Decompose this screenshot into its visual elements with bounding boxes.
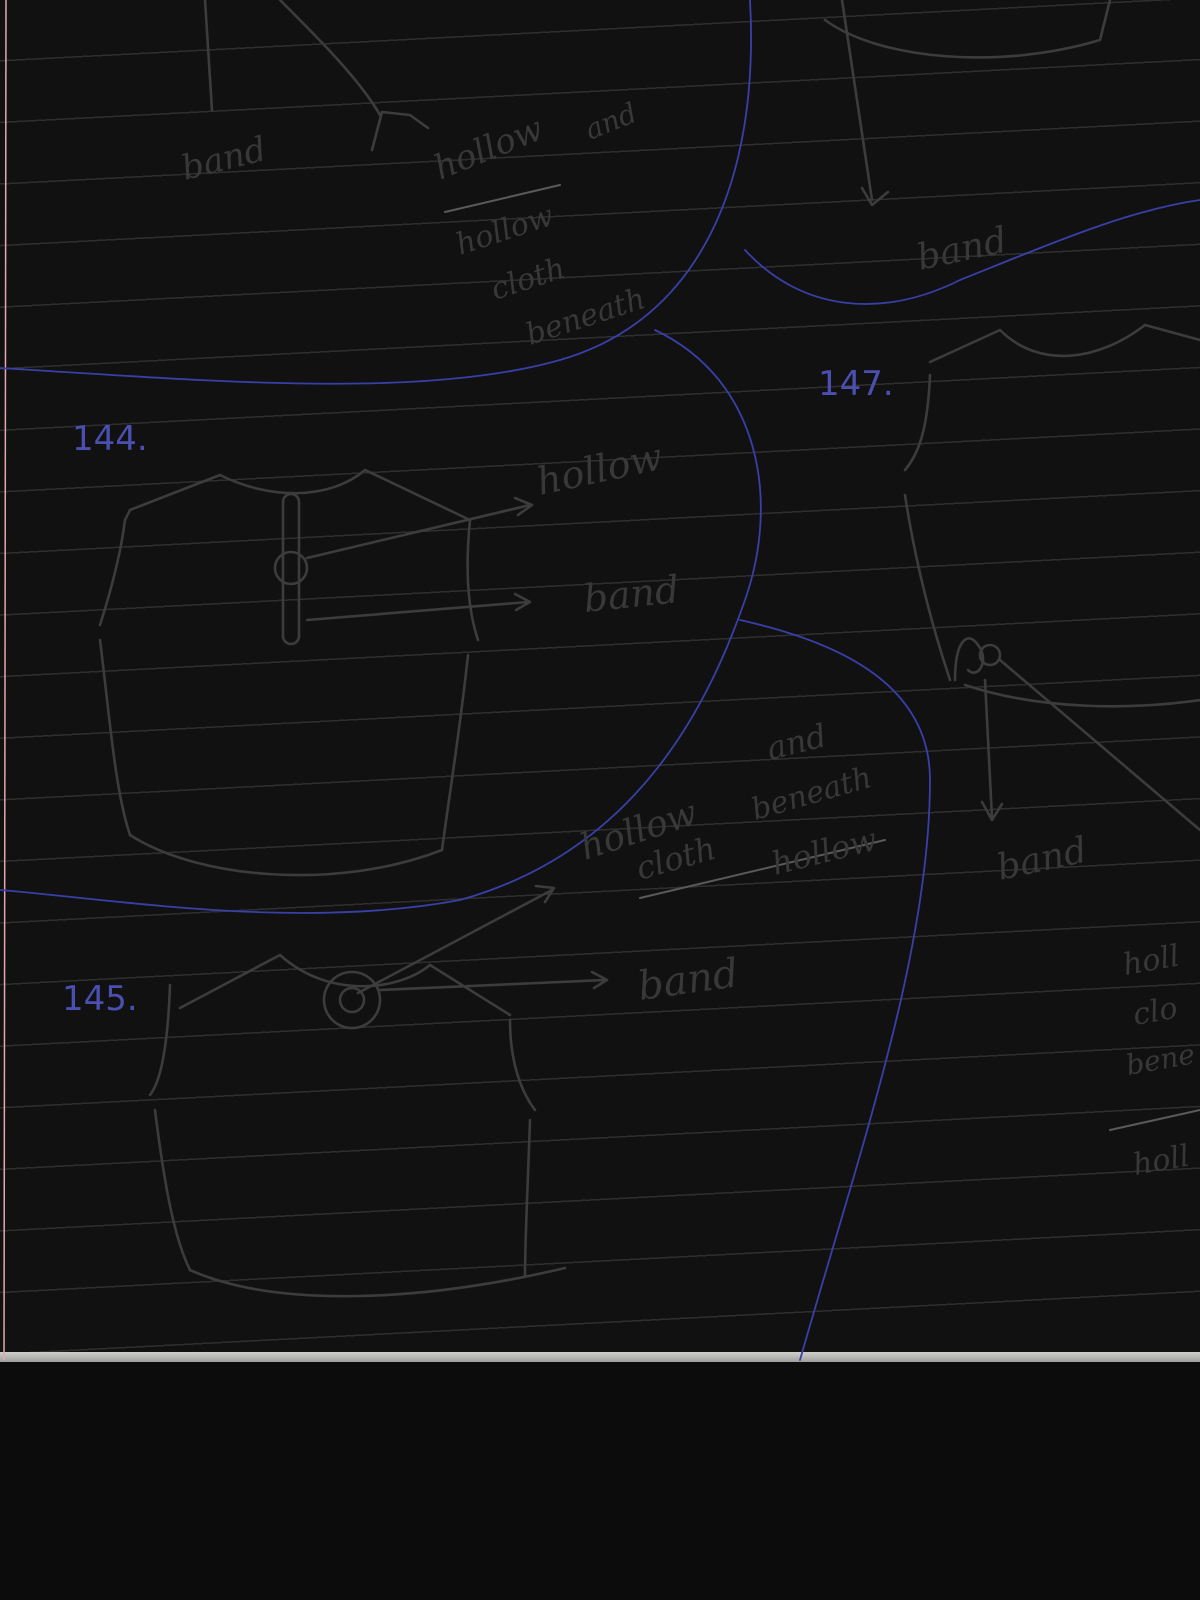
label-fig145-band: band — [635, 950, 741, 1010]
label-fig144-band: band — [581, 567, 681, 621]
fig145-hem — [188, 1266, 567, 1298]
fig144-arrow-hollow — [305, 496, 534, 560]
ruled-notebook-page — [0, 0, 1200, 1368]
label-edge-hollow: holl — [1120, 939, 1182, 983]
fig145-left-armhole — [148, 983, 172, 1097]
fig145-button-outer — [322, 970, 382, 1030]
fig144-right-side — [440, 653, 470, 852]
fig147-neckline — [928, 323, 1200, 364]
fig146-arrow-shaft — [840, 0, 874, 202]
fig147-armhole — [903, 373, 932, 472]
divider-curve-top-right — [744, 199, 1200, 305]
divider-curve-right — [739, 619, 931, 1361]
top-underline — [444, 184, 561, 213]
fig145-left-side — [153, 1108, 192, 1272]
fig144-hem — [128, 833, 444, 877]
divider-curve-top — [0, 0, 752, 385]
label-top-band: band — [178, 129, 271, 189]
figure-number-147: 147. — [818, 364, 894, 404]
top-pointer — [370, 110, 430, 152]
label-top-hollow-2: hollow — [452, 198, 559, 262]
edge-underline — [1109, 1109, 1200, 1131]
fig145-arrow-band — [378, 970, 609, 992]
label-fig147-band: band — [993, 830, 1090, 889]
label-mid-and: and — [763, 716, 831, 767]
fig147-hem — [963, 683, 1200, 708]
label-top-right-band: band — [913, 220, 1010, 279]
divider-curve-middle — [0, 329, 762, 914]
fig146-hem — [823, 0, 1112, 59]
fig145-button-inner — [338, 986, 366, 1014]
fig144-neckline — [123, 468, 472, 522]
dark-table-surface — [0, 1362, 1200, 1600]
label-top-and: and — [580, 96, 641, 146]
fig144-left-armhole — [98, 518, 127, 627]
margin-line — [3, 0, 7, 1361]
fig145-arrow-hollow — [356, 884, 556, 995]
fig144-button-ring — [273, 550, 309, 586]
fig145-neckline — [178, 953, 512, 1017]
mid-underline — [639, 839, 886, 899]
fig145-right-armhole — [508, 1018, 537, 1112]
figure-number-144: 144. — [72, 419, 148, 459]
fig144-left-side — [98, 638, 132, 837]
fig144-right-armhole — [466, 518, 480, 642]
fig146-arrow-head — [860, 186, 890, 207]
label-mid-hollow-2: hollow — [768, 820, 881, 883]
fig147-side — [903, 493, 952, 682]
fig145-right-side — [523, 1118, 532, 1277]
fig147-arrow-hollow — [998, 658, 1200, 832]
label-mid-beneath: beneath — [748, 760, 876, 828]
label-top-cloth: cloth — [487, 251, 570, 308]
fig147-arrow-band — [980, 678, 1004, 822]
fig144-arrow-band — [305, 592, 532, 622]
label-top-hollow: hollow — [428, 109, 548, 189]
label-edge-hollow-2: holl — [1130, 1139, 1192, 1183]
label-edge-cloth: clo — [1130, 991, 1180, 1033]
fig147-hook-button — [953, 637, 985, 682]
figure-number-145: 145. — [62, 979, 138, 1019]
label-fig144-hollow: hollow — [533, 434, 666, 503]
label-edge-beneath: bene — [1123, 1037, 1197, 1081]
fig144-toggle-button — [281, 492, 301, 646]
top-figure-line — [203, 0, 214, 112]
top-figure-arrow — [278, 0, 382, 117]
fig147-button-ring — [978, 643, 1002, 667]
